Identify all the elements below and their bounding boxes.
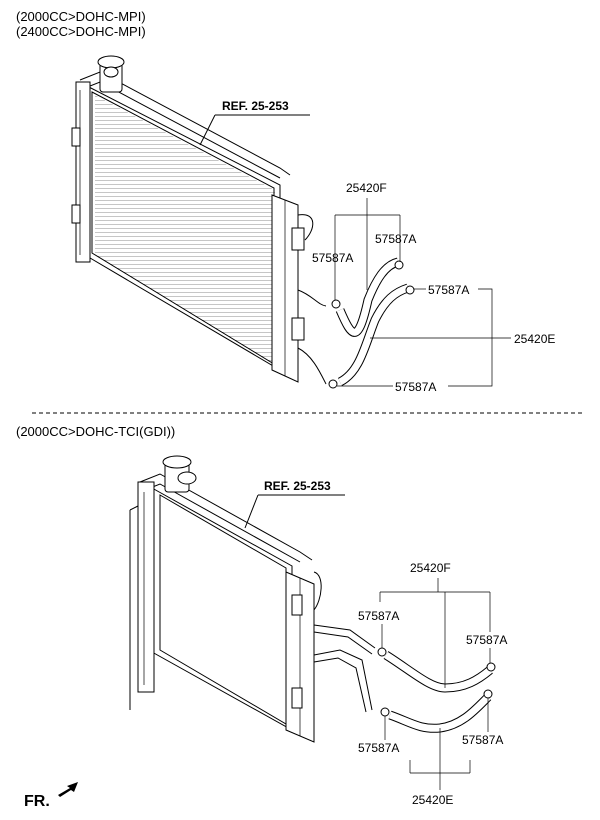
clamp-icon bbox=[328, 379, 338, 389]
ref-label-2: REF. 25-253 bbox=[264, 479, 331, 493]
engine-header-3: (2000CC>DOHC-TCI(GDI)) bbox=[16, 424, 175, 439]
callout-57587a-mid-right: 57587A bbox=[466, 633, 507, 647]
clamp-icon bbox=[486, 662, 496, 672]
hose-25420f-top bbox=[335, 257, 400, 337]
callout-57587a-mid: 57587A bbox=[428, 283, 469, 297]
callout-25420f-top: 25420F bbox=[346, 181, 387, 195]
callout-25420f-bottom: 25420F bbox=[410, 561, 451, 575]
clamp-icon bbox=[377, 647, 387, 657]
clamp-icon bbox=[380, 707, 390, 717]
hose-25420e-top bbox=[337, 283, 410, 387]
front-arrow-icon bbox=[58, 782, 78, 797]
ref-leader-tail-1 bbox=[199, 114, 216, 146]
hose-25420e-bottom bbox=[388, 693, 492, 733]
callout-57587a-bottom: 57587A bbox=[395, 380, 436, 394]
callout-57587a-low-left: 57587A bbox=[358, 741, 399, 755]
ref-label-1: REF. 25-253 bbox=[222, 99, 289, 113]
engine-header-1: (2000CC>DOHC-MPI) bbox=[16, 9, 146, 24]
clamp-icon bbox=[331, 299, 341, 309]
callout-57587a-mid-left: 57587A bbox=[358, 609, 399, 623]
clamp-icon bbox=[483, 689, 493, 699]
hose-25420f-bottom bbox=[383, 651, 493, 693]
callout-57587a-top-right: 57587A bbox=[375, 232, 416, 246]
callout-25420e-top: 25420E bbox=[514, 332, 555, 346]
clamp-icon bbox=[405, 285, 415, 295]
clamp-icon bbox=[394, 260, 404, 270]
front-label: FR. bbox=[24, 793, 50, 810]
radiator-assembly-top bbox=[71, 55, 327, 385]
callout-25420e-bottom: 25420E bbox=[412, 793, 453, 807]
engine-header-2: (2400CC>DOHC-MPI) bbox=[16, 24, 146, 39]
callout-57587a-top-left: 57587A bbox=[312, 251, 353, 265]
radiator-assembly-bottom bbox=[129, 455, 376, 743]
callout-57587a-low-right: 57587A bbox=[462, 733, 503, 747]
ref-leader-tail-2 bbox=[244, 494, 259, 529]
